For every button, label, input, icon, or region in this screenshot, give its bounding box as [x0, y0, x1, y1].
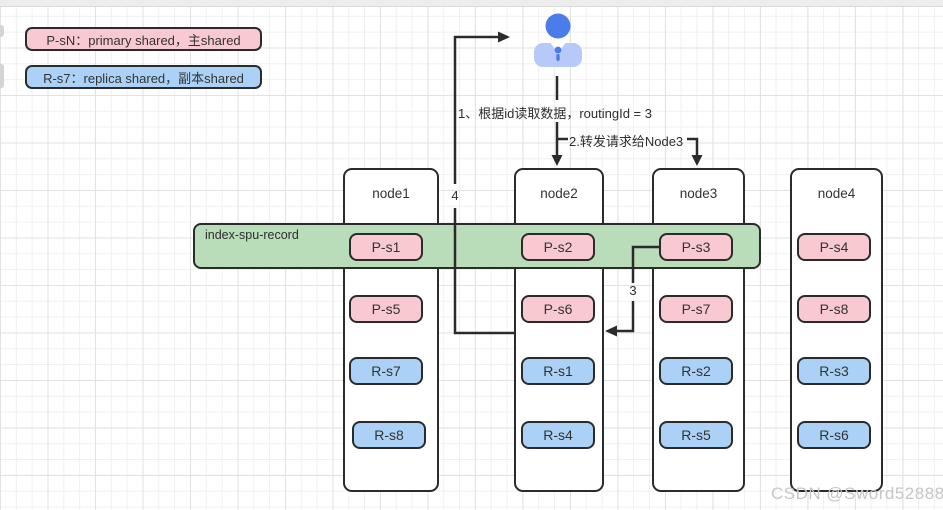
shard-box: P-s3	[659, 233, 733, 261]
node-title: node1	[372, 186, 410, 201]
step4-label: 4	[451, 188, 459, 203]
node-title: node3	[679, 186, 718, 201]
legend-replica-shard: R-s7：replica shared，副本shared	[25, 65, 262, 89]
node-title: node2	[540, 186, 578, 201]
shard-box: P-s1	[349, 233, 423, 261]
shard-box: P-s2	[521, 233, 595, 261]
csdn-watermark: CSDN @Sword52888	[771, 484, 943, 503]
shard-box: P-s8	[797, 295, 871, 323]
shard-box: R-s7	[349, 357, 423, 385]
left-edge-artifact	[0, 64, 4, 88]
left-edge-artifact	[0, 25, 4, 37]
step3-label: 3	[629, 283, 637, 298]
shard-box: R-s6	[797, 421, 871, 449]
step1-annotation: 1、根据id读取数据，routingId = 3	[458, 106, 652, 121]
index-band-label: index-spu-record	[205, 228, 299, 242]
person-icon	[534, 13, 582, 67]
shard-box: R-s2	[659, 357, 733, 385]
arrow-step3-lower	[614, 301, 635, 333]
shard-box: P-s4	[797, 233, 871, 261]
arrowhead-to-node2-top	[551, 155, 563, 166]
arrow-step2-branch-right	[687, 137, 699, 158]
shard-box: P-s6	[521, 295, 595, 323]
arrowhead-to-node2-right	[605, 325, 617, 337]
shard-box: P-s5	[349, 295, 423, 323]
step2-annotation: 2.转发请求给Node3	[569, 134, 684, 149]
node-title: node4	[817, 186, 856, 201]
shard-box: R-s8	[352, 421, 426, 449]
shard-box: P-s7	[659, 295, 733, 323]
shard-box: R-s5	[659, 421, 733, 449]
arrowhead-to-node3-top	[691, 155, 703, 166]
page-top-strip	[0, 0, 943, 7]
arrowhead-to-person	[498, 31, 510, 43]
shard-box: R-s1	[521, 357, 595, 385]
legend-primary-label: P-sN：primary shared，主shared	[46, 32, 241, 48]
legend-primary-shard: P-sN：primary shared，主shared	[25, 27, 262, 51]
shard-box: R-s4	[521, 421, 595, 449]
shard-box: R-s3	[797, 357, 871, 385]
legend-replica-label: R-s7：replica shared，副本shared	[43, 70, 244, 86]
